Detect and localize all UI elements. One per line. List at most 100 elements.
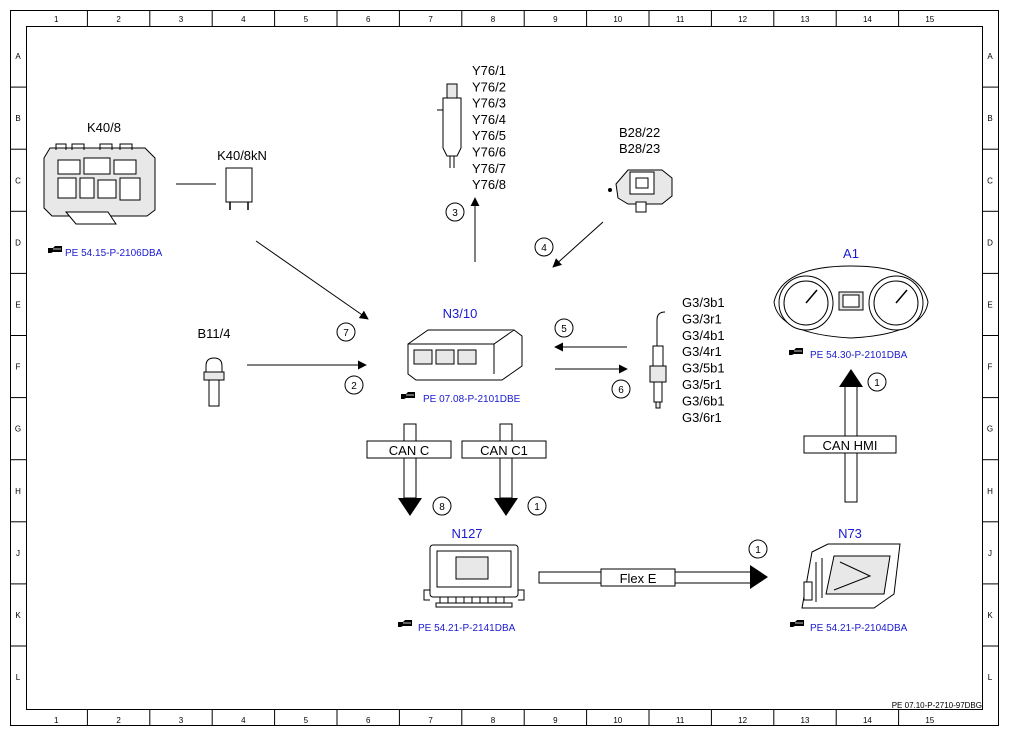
arrow-b28-signal (552, 221, 604, 268)
row-label: G (987, 425, 993, 434)
row-label: E (15, 300, 20, 309)
column-label: 12 (738, 15, 747, 24)
injector-icon (437, 83, 462, 168)
column-label: 11 (676, 15, 685, 24)
signal-6-badge: 6 (611, 379, 631, 399)
a1-ref-link[interactable]: PE 54.30-P-2101DBA (810, 350, 908, 361)
g3-label: G3/6b1 (682, 393, 725, 408)
column-label: 11 (676, 716, 685, 725)
b11-4-label: B11/4 (197, 326, 230, 341)
b28-label: B28/23 (619, 141, 660, 156)
column-label: 2 (116, 716, 121, 725)
n73-pointing-hand-icon (789, 619, 805, 628)
row-label: B (15, 114, 20, 123)
fuse-relay-box-icon (43, 143, 156, 225)
flex-e-label: Flex E (620, 571, 657, 586)
can-c-bus: CAN C (366, 423, 452, 516)
flex-e-bus: Flex E (538, 565, 768, 589)
column-label: 5 (304, 716, 309, 725)
row-label: L (16, 673, 21, 682)
fuse-icon (225, 167, 253, 210)
signal-1-flex-e-badge: 1 (748, 539, 768, 559)
signal-1-can-hmi-badge: 1 (867, 372, 887, 392)
powertrain-control-unit-icon (423, 544, 525, 608)
row-label: A (15, 52, 21, 61)
k40-8-pointing-hand-icon (47, 245, 63, 254)
y76-label: Y76/7 (472, 161, 506, 176)
signal-5-badge: 5 (554, 318, 574, 338)
signal-3-badge: 3 (445, 202, 465, 222)
n3-10-label: N3/10 (443, 306, 478, 321)
n127-component: N127 PE 54.21-P-2141DBA (397, 526, 525, 634)
column-label: 13 (801, 716, 810, 725)
column-label: 10 (613, 15, 622, 24)
a1-pointing-hand-icon (788, 347, 804, 356)
row-label: D (987, 238, 993, 247)
column-label: 9 (553, 716, 558, 725)
svg-text:6: 6 (618, 385, 624, 396)
g3-label: G3/4r1 (682, 344, 722, 359)
n3-10-ref-link[interactable]: PE 07.08-P-2101DBE (423, 394, 521, 405)
column-label: 7 (428, 15, 433, 24)
g3-labels: G3/3b1G3/3r1G3/4b1G3/4r1G3/5b1G3/5r1G3/6… (682, 295, 725, 425)
b28-label: B28/22 (619, 125, 660, 140)
column-label: 9 (553, 15, 558, 24)
can-hmi-bus: CAN HMI (803, 369, 897, 503)
g3-label: G3/3r1 (682, 311, 722, 326)
svg-text:7: 7 (343, 328, 349, 339)
grid-ticks (11, 11, 998, 725)
a1-component: A1 PE 54.30-P-2101DBA (773, 246, 929, 361)
k40-8kn-component: K40/8kN (176, 148, 267, 210)
row-label: L (988, 673, 993, 682)
column-label: 1 (54, 716, 59, 725)
column-label: 12 (738, 716, 747, 725)
temperature-sensor-icon (203, 357, 225, 407)
row-label: D (15, 238, 21, 247)
column-label: 15 (925, 716, 934, 725)
column-label: 15 (925, 15, 934, 24)
row-label: C (15, 176, 21, 185)
n73-ref-link[interactable]: PE 54.21-P-2104DBA (810, 623, 908, 634)
n3-10-pointing-hand-icon (400, 391, 416, 400)
row-label: K (987, 611, 993, 620)
column-label: 8 (491, 15, 496, 24)
signal-2-badge: 2 (344, 375, 364, 395)
row-label: B (987, 114, 992, 123)
y76-label: Y76/1 (472, 63, 506, 78)
n127-label: N127 (451, 526, 482, 541)
column-label: 7 (428, 716, 433, 725)
column-label: 14 (863, 15, 872, 24)
column-label: 5 (304, 15, 309, 24)
column-label: 6 (366, 716, 371, 725)
row-label: E (987, 300, 992, 309)
row-label: A (987, 52, 993, 61)
column-label: 14 (863, 716, 872, 725)
pressure-sensor-icon (608, 169, 673, 213)
k40-8-ref-link[interactable]: PE 54.15-P-2106DBA (65, 248, 163, 259)
g3-label: G3/3b1 (682, 295, 725, 310)
column-label: 13 (801, 15, 810, 24)
y76-label: Y76/8 (472, 177, 506, 192)
can-c-label: CAN C (389, 443, 429, 458)
n73-label: N73 (838, 526, 862, 541)
g3-label: G3/6r1 (682, 410, 722, 425)
a1-label: A1 (843, 246, 859, 261)
n3-10-component: N3/10 PE 07.08-P-2101DBE (400, 306, 523, 405)
signal-arrows (247, 197, 628, 374)
column-label: 4 (241, 15, 246, 24)
row-label: C (987, 176, 993, 185)
svg-text:3: 3 (452, 208, 458, 219)
g3-label: G3/5r1 (682, 377, 722, 392)
can-hmi-label: CAN HMI (823, 438, 878, 453)
n127-ref-link[interactable]: PE 54.21-P-2141DBA (418, 623, 516, 634)
row-label: J (988, 549, 992, 558)
svg-text:2: 2 (351, 381, 357, 392)
